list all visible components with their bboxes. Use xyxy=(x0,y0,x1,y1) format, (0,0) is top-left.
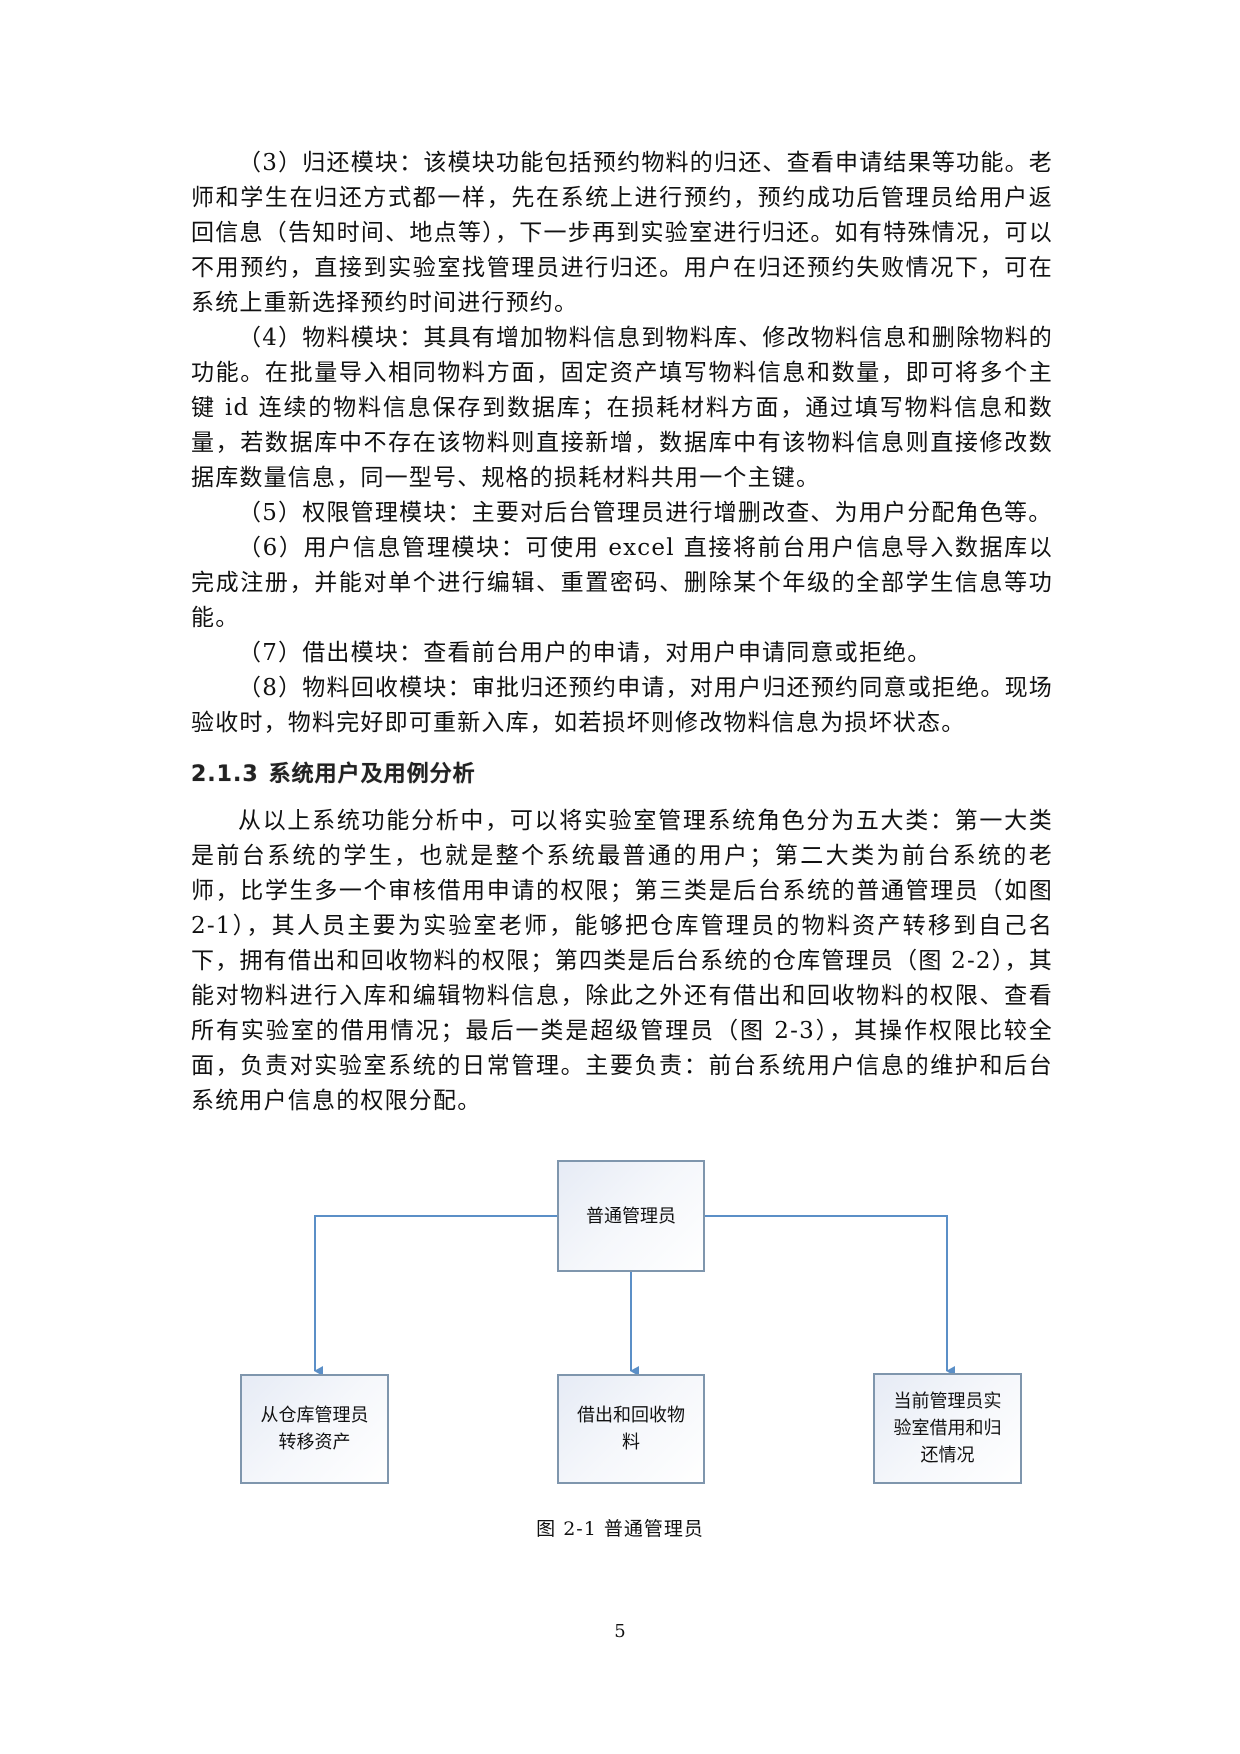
paragraph-permission-module: （5）权限管理模块：主要对后台管理员进行增删改查、为用户分配角色等。 xyxy=(238,500,1053,526)
node-lab-borrow-status: 当前管理员实验室借用和归还情况 xyxy=(873,1373,1022,1484)
paragraph-roles-analysis: 从以上系统功能分析中，可以将实验室管理系统角色分为五大类：第一大类是前台系统的学… xyxy=(191,808,1053,1114)
figure-caption: 图 2-1 普通管理员 xyxy=(536,1518,704,1540)
section-heading: 2.1.3 系统用户及用例分析 xyxy=(191,756,476,788)
body-text-top: （3）归还模块：该模块功能包括预约物料的归还、查看申请结果等功能。老师和学生在归… xyxy=(191,146,1053,741)
page-number: 5 xyxy=(614,1621,626,1642)
paragraph-material-module: （4）物料模块：其具有增加物料信息到物料库、修改物料信息和删除物料的功能。在批量… xyxy=(191,325,1053,491)
section-number: 2.1.3 xyxy=(191,762,259,787)
node-transfer-assets: 从仓库管理员转移资产 xyxy=(240,1374,389,1484)
body-text-bottom: 从以上系统功能分析中，可以将实验室管理系统角色分为五大类：第一大类是前台系统的学… xyxy=(191,804,1053,1119)
connector-left xyxy=(314,1215,557,1376)
node-lend-recycle: 借出和回收物料 xyxy=(557,1374,705,1484)
paragraph-recycle-module: （8）物料回收模块：审批归还预约申请，对用户归还预约同意或拒绝。现场验收时，物料… xyxy=(191,675,1053,736)
node-lab-borrow-status-label: 当前管理员实验室借用和归还情况 xyxy=(893,1391,1002,1466)
connector-right xyxy=(704,1215,955,1376)
node-lend-recycle-label: 借出和回收物料 xyxy=(577,1405,685,1453)
node-general-admin: 普通管理员 xyxy=(557,1160,705,1272)
node-general-admin-label: 普通管理员 xyxy=(586,1205,676,1227)
section-title: 系统用户及用例分析 xyxy=(268,762,476,787)
paragraph-user-info-module: （6）用户信息管理模块：可使用 excel 直接将前台用户信息导入数据库以完成注… xyxy=(191,535,1053,631)
paragraph-return-module: （3）归还模块：该模块功能包括预约物料的归还、查看申请结果等功能。老师和学生在归… xyxy=(191,150,1053,316)
paragraph-lend-module: （7）借出模块：查看前台用户的申请，对用户申请同意或拒绝。 xyxy=(238,640,932,666)
node-transfer-assets-label: 从仓库管理员转移资产 xyxy=(260,1405,369,1453)
